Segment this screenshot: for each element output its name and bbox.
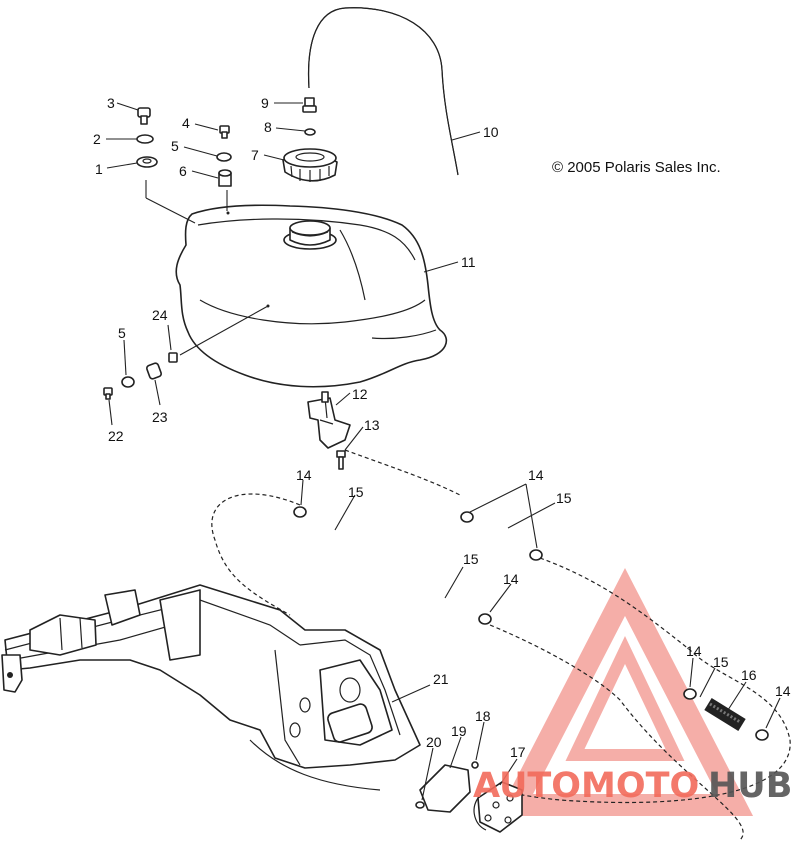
fuel-line-part-15-upper bbox=[300, 509, 484, 618]
callout-6: 6 bbox=[179, 163, 187, 179]
callout-24: 24 bbox=[152, 307, 168, 323]
mount-bracket-part-12 bbox=[307, 391, 351, 449]
fuel-cap-part-7 bbox=[282, 148, 338, 182]
vent-fitting-part-9 bbox=[302, 97, 317, 113]
callout-2: 2 bbox=[93, 131, 101, 147]
bushing-part-6 bbox=[218, 169, 232, 187]
washer-part-5 bbox=[216, 152, 232, 162]
callout-16: 16 bbox=[741, 667, 757, 683]
callout-7: 7 bbox=[251, 147, 259, 163]
callout-8: 8 bbox=[264, 119, 272, 135]
callout-13: 13 bbox=[364, 417, 380, 433]
vent-hose bbox=[307, 7, 459, 176]
callout-9: 9 bbox=[261, 95, 269, 111]
callout-5-lower: 5 bbox=[118, 325, 126, 341]
clamp-part-14-c bbox=[460, 511, 474, 523]
callout-19: 19 bbox=[451, 723, 467, 739]
fuel-filter-part-16 bbox=[690, 693, 762, 737]
callout-11: 11 bbox=[461, 254, 476, 270]
callout-14-e: 14 bbox=[775, 683, 791, 699]
screw-part-18 bbox=[471, 761, 479, 769]
callout-18: 18 bbox=[475, 708, 491, 724]
bolt-part-13 bbox=[336, 450, 346, 470]
callout-17: 17 bbox=[510, 744, 526, 760]
clamp-part-14-e bbox=[683, 688, 697, 700]
callout-labels: 1 2 3 4 5 5 6 7 8 9 10 11 12 13 14 14 14… bbox=[93, 95, 791, 760]
callout-15-c: 15 bbox=[463, 551, 479, 567]
callout-4: 4 bbox=[182, 115, 190, 131]
callout-5-upper: 5 bbox=[171, 138, 179, 154]
copyright-notice: © 2005 Polaris Sales Inc. bbox=[552, 159, 721, 176]
clamp-part-14-f bbox=[755, 729, 769, 741]
callout-14-c: 14 bbox=[503, 571, 519, 587]
callout-15-a: 15 bbox=[348, 484, 364, 500]
vehicle-frame bbox=[1, 584, 421, 791]
callout-14-a: 14 bbox=[296, 467, 312, 483]
callout-14-b: 14 bbox=[528, 467, 544, 483]
automotohub-watermark-text: AUTOMOTO HUB bbox=[473, 766, 792, 806]
watermark-text-automoto: AUTOMOTO bbox=[473, 766, 699, 806]
fuel-line-part-15-right bbox=[467, 516, 536, 557]
callout-21: 21 bbox=[433, 671, 449, 687]
fuel-tank-part-11 bbox=[175, 204, 448, 388]
clip-part-8 bbox=[304, 128, 316, 136]
callout-10: 10 bbox=[483, 124, 499, 140]
nut-part-24 bbox=[168, 352, 178, 363]
callout-20: 20 bbox=[426, 734, 442, 750]
automotohub-watermark-logo bbox=[496, 568, 754, 816]
bolt-part-3 bbox=[137, 107, 151, 125]
callout-3: 3 bbox=[107, 95, 115, 111]
callout-15-b: 15 bbox=[556, 490, 572, 506]
spacer-part-23 bbox=[146, 362, 162, 380]
screw-part-4 bbox=[219, 125, 230, 139]
leader-lines bbox=[106, 102, 781, 801]
callout-22: 22 bbox=[108, 428, 124, 444]
callout-12: 12 bbox=[352, 386, 368, 402]
bolt-part-22 bbox=[103, 387, 113, 400]
grommet-part-1 bbox=[136, 156, 158, 168]
clamp-part-14-b bbox=[478, 613, 492, 625]
callout-1: 1 bbox=[95, 161, 103, 177]
callout-15-d: 15 bbox=[713, 654, 729, 670]
callout-23: 23 bbox=[152, 409, 168, 425]
washer-part-2 bbox=[136, 134, 154, 144]
watermark-text-hub: HUB bbox=[708, 766, 792, 806]
callout-14-d: 14 bbox=[686, 643, 702, 659]
washer-lower-part-5 bbox=[121, 376, 135, 388]
bolt-part-20 bbox=[415, 801, 425, 809]
gasket-plate-part-19 bbox=[419, 764, 471, 813]
clamp-part-14-a bbox=[293, 506, 307, 518]
clamp-part-14-d bbox=[529, 549, 543, 561]
